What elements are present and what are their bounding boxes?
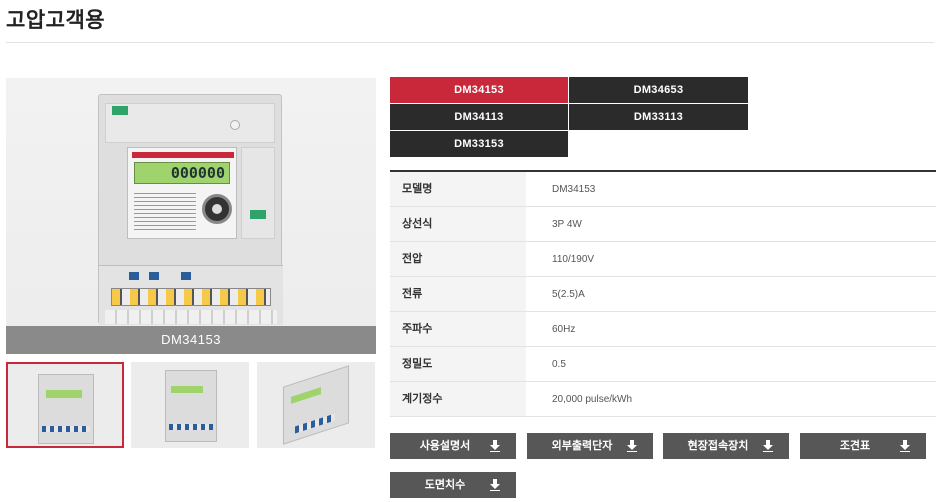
title-divider xyxy=(6,42,934,43)
main-image-caption: DM34153 xyxy=(6,326,376,354)
spec-key: 모델명 xyxy=(390,172,526,206)
download-output-terminal-button[interactable]: 외부출력단자 xyxy=(527,433,653,459)
terminal-port-icon xyxy=(149,272,159,280)
spec-key: 주파수 xyxy=(390,312,526,346)
model-tab-dm34153[interactable]: DM34153 xyxy=(390,77,568,103)
spec-row: 모델명 DM34153 xyxy=(390,172,936,207)
download-label: 사용설명서 xyxy=(419,440,471,452)
spec-value: 3P 4W xyxy=(552,219,582,230)
download-label: 외부출력단자 xyxy=(551,440,613,452)
spec-key: 전압 xyxy=(390,242,526,276)
spec-row: 정밀도 0.5 xyxy=(390,347,936,382)
main-product-image: 000000 DM34153 xyxy=(6,78,376,354)
meter-face: 000000 xyxy=(127,147,237,239)
meter-nameplate xyxy=(134,190,196,230)
download-icon xyxy=(900,440,910,452)
spec-table: 모델명 DM34153 상선식 3P 4W 전압 110/190V 전류 5(2… xyxy=(390,170,936,417)
meter-dial-icon xyxy=(202,194,232,224)
terminal-base xyxy=(105,310,277,324)
spec-value: DM34153 xyxy=(552,184,596,195)
spec-row: 전압 110/190V xyxy=(390,242,936,277)
terminal-screws xyxy=(111,288,271,306)
green-seal-icon xyxy=(112,106,128,115)
spec-value: 60Hz xyxy=(552,324,576,335)
meter-terminal-block xyxy=(99,265,283,325)
download-dimensions-button[interactable]: 도면치수 xyxy=(390,472,516,498)
spec-key: 계기정수 xyxy=(390,382,526,416)
download-label: 도면치수 xyxy=(424,479,466,491)
spec-row: 전류 5(2.5)A xyxy=(390,277,936,312)
thumbnail-front[interactable] xyxy=(6,362,124,448)
spec-row: 상선식 3P 4W xyxy=(390,207,936,242)
thumb-meter-shape xyxy=(283,365,349,445)
spec-value: 0.5 xyxy=(552,359,566,370)
download-icon xyxy=(490,479,500,491)
meter-lcd-display: 000000 xyxy=(134,162,230,184)
green-seal-icon xyxy=(250,210,266,219)
meter-side-panel xyxy=(241,147,275,239)
model-tab-dm34113[interactable]: DM34113 xyxy=(390,104,568,130)
spec-value: 110/190V xyxy=(552,254,595,265)
thumb-meter-shape xyxy=(165,370,217,442)
spec-value: 5(2.5)A xyxy=(552,289,585,300)
meter-illustration: 000000 xyxy=(98,94,283,325)
download-icon xyxy=(490,440,500,452)
spec-key: 전류 xyxy=(390,277,526,311)
download-field-connection-button[interactable]: 현장접속장치 xyxy=(663,433,789,459)
terminal-port-icon xyxy=(181,272,191,280)
thumbnail-perspective[interactable] xyxy=(257,362,375,448)
spec-value: 20,000 pulse/kWh xyxy=(552,394,633,405)
model-tab-dm33153[interactable]: DM33153 xyxy=(390,131,568,157)
spec-key: 정밀도 xyxy=(390,347,526,381)
thumb-meter-shape xyxy=(38,374,94,444)
spec-row: 주파수 60Hz xyxy=(390,312,936,347)
download-icon xyxy=(763,440,773,452)
thumb-terminal-shape xyxy=(42,426,90,432)
thumb-lcd-shape xyxy=(171,386,203,393)
download-lookup-table-button[interactable]: 조견표 xyxy=(800,433,926,459)
meter-top-cover xyxy=(105,103,275,143)
model-tab-dm33113[interactable]: DM33113 xyxy=(569,104,748,130)
download-icon xyxy=(627,440,637,452)
download-manual-button[interactable]: 사용설명서 xyxy=(390,433,516,459)
page-title: 고압고객용 xyxy=(6,9,106,32)
meter-brand-bar xyxy=(132,152,234,158)
thumb-terminal-shape xyxy=(169,424,213,430)
download-label: 현장접속장치 xyxy=(687,440,749,452)
thumbnail-angle[interactable] xyxy=(131,362,249,448)
spec-row: 계기정수 20,000 pulse/kWh xyxy=(390,382,936,417)
terminal-port-icon xyxy=(129,272,139,280)
thumb-lcd-shape xyxy=(46,390,82,398)
model-tab-dm34653[interactable]: DM34653 xyxy=(569,77,748,103)
spec-key: 상선식 xyxy=(390,207,526,241)
download-label: 조견표 xyxy=(839,440,871,452)
meter-knob-icon xyxy=(230,120,240,130)
